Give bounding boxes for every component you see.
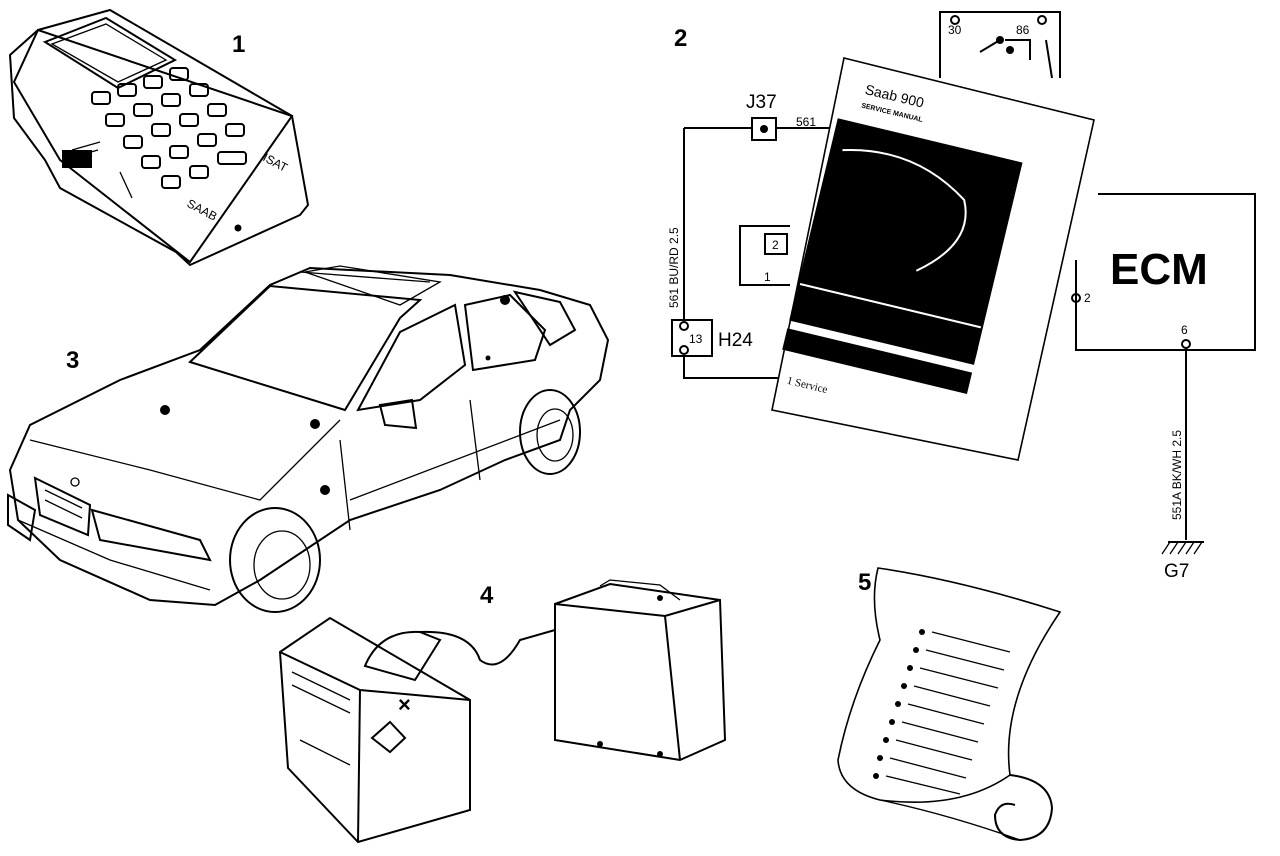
- tester-model-label: ISAT: [261, 150, 291, 175]
- connector-j37-label: J37: [746, 92, 777, 113]
- service-manual: Saab 900 SERVICE MANUAL 1 Service: [771, 57, 1095, 461]
- battery-and-module: ×: [278, 579, 727, 844]
- callout-4: 4: [480, 582, 494, 609]
- wire-561-vertical-label: 561 BU/RD 2.5: [667, 227, 681, 308]
- tester-brand-label: SAAB: [185, 196, 220, 223]
- svg-text:×: ×: [398, 692, 411, 717]
- car-outline: [7, 265, 610, 613]
- ecm-label: ECM: [1110, 245, 1208, 294]
- relay-pin-1: 1: [764, 270, 771, 284]
- ecm-pin-6: 6: [1181, 323, 1188, 337]
- relay-terminal-30: 30: [948, 23, 962, 37]
- relay-terminal-86: 86: [1016, 23, 1030, 37]
- callout-1: 1: [232, 31, 245, 58]
- callout-5: 5: [858, 569, 871, 596]
- ground-g7-label: G7: [1164, 561, 1189, 582]
- connector-h24-pin-13: 13: [689, 332, 703, 346]
- callout-3: 3: [66, 347, 79, 374]
- keypad: [91, 67, 247, 189]
- ecm-pin-2: 2: [1084, 291, 1091, 305]
- wiring-diagram: [671, 11, 1256, 555]
- diagnostic-tester: SAAB ISAT: [8, 8, 310, 267]
- relay-pin-2: 2: [772, 238, 779, 252]
- checklist-scroll: [837, 567, 1062, 842]
- callout-2: 2: [674, 25, 687, 52]
- connector-h24-label: H24: [718, 330, 753, 351]
- checklist-items: [873, 629, 1011, 795]
- wire-561-label: 561: [796, 115, 816, 129]
- wire-551a-label: 551A BK/WH 2.5: [1170, 430, 1184, 520]
